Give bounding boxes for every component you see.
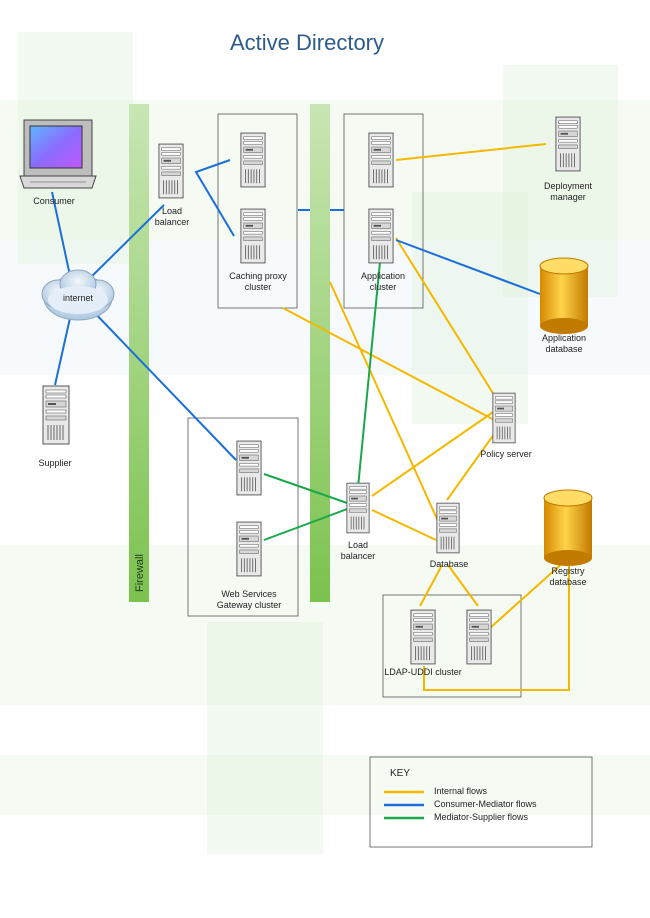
- application-server-2-icon: [368, 208, 394, 264]
- flow-internet-supplier: [54, 317, 71, 386]
- registry-database-label: Registry database: [549, 566, 587, 587]
- flow-gateway1-lb: [263, 473, 351, 505]
- key-item-consumer-mediator: Consumer-Mediator flows: [434, 799, 537, 809]
- caching-proxy-server-2-icon: [240, 208, 266, 264]
- flow-lb-proxy: [194, 159, 235, 237]
- ldap-uddi-cluster-box: [382, 594, 522, 698]
- flow-app-deployment: [395, 143, 547, 161]
- caching-proxy-cluster-label: Caching proxy cluster: [229, 271, 287, 292]
- page-title: Active Directory: [229, 30, 385, 55]
- load-balancer-1-label: Load balancer: [154, 206, 190, 227]
- bg-band: [0, 755, 650, 815]
- firewall-bar-right: [310, 104, 330, 602]
- application-server-1-icon: [368, 132, 394, 188]
- flow-database-ldap1: [419, 564, 443, 607]
- supplier-server-icon: [42, 385, 70, 445]
- deployment-manager-label: Deployment manager: [543, 181, 593, 202]
- application-database-icon: [539, 257, 589, 334]
- key-box: [369, 756, 593, 848]
- flow-ldap-registry-loop: [423, 555, 570, 691]
- ldap-uddi-cluster-label: LDAP-UDDI cluster: [384, 667, 462, 677]
- key-item-mediator-supplier: Mediator-Supplier flows: [434, 812, 529, 822]
- flow-lb-database: [371, 509, 437, 541]
- flow-internet-gateway: [89, 307, 237, 461]
- database-label: Database: [429, 559, 469, 569]
- internal-flows: [282, 143, 570, 691]
- load-balancer-2-server-icon: [346, 482, 370, 534]
- policy-server-icon: [492, 392, 516, 444]
- flow-database-ldap2: [447, 564, 479, 607]
- load-balancer-2-label: Load balancer: [340, 540, 376, 561]
- consumer-computer-icon: [19, 119, 97, 189]
- firewall-bar-left: [129, 104, 149, 602]
- load-balancer-1-server-icon: [158, 143, 184, 199]
- policy-server-label: Policy server: [480, 449, 532, 459]
- flow-consumer-internet: [51, 191, 73, 286]
- caching-proxy-server-1-icon: [240, 132, 266, 188]
- ldap-uddi-server-2-icon: [466, 609, 492, 665]
- flow-app-policy: [395, 237, 497, 399]
- consumer-mediator-flows: [51, 159, 541, 461]
- gateway-server-1-icon: [236, 440, 262, 496]
- internet-label: internet: [62, 293, 94, 303]
- bg-block: [412, 192, 528, 424]
- internet-cloud-icon: [41, 269, 115, 321]
- mediator-supplier-flows: [263, 261, 381, 541]
- consumer-label: Consumer: [33, 196, 75, 206]
- database-server-icon: [436, 502, 460, 554]
- key-title: KEY: [390, 768, 411, 779]
- flow-proxy-policy: [282, 307, 499, 423]
- flow-lb-app: [355, 261, 381, 509]
- firewall-label: Firewall: [134, 554, 146, 592]
- web-services-gateway-cluster-label: Web Services Gateway cluster: [216, 589, 282, 610]
- supplier-label: Supplier: [38, 458, 72, 468]
- web-services-gateway-cluster-box: [187, 417, 299, 617]
- gateway-server-2-icon: [236, 521, 262, 577]
- flow-database-policy: [446, 429, 498, 501]
- flow-app-appdb: [395, 239, 541, 295]
- bg-block: [207, 622, 323, 854]
- flow-internet-lb: [85, 204, 165, 283]
- flow-gateway2-lb: [263, 507, 351, 541]
- deployment-manager-server-icon: [555, 116, 581, 172]
- flow-app-database: [329, 281, 443, 531]
- application-cluster-label: Application cluster: [360, 271, 406, 292]
- flow-lb-policy: [371, 409, 497, 497]
- registry-database-icon: [543, 489, 593, 566]
- application-database-label: Application database: [541, 333, 587, 354]
- flow-ldap-registry: [489, 559, 567, 629]
- ldap-uddi-server-1-icon: [410, 609, 436, 665]
- key-item-internal: Internal flows: [434, 786, 488, 796]
